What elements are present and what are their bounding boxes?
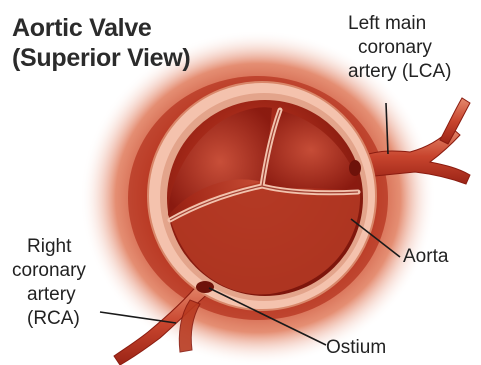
rca-label-line3: artery: [27, 284, 76, 306]
rca-label-line4: (RCA): [27, 308, 80, 330]
rca-label-line2: coronary: [12, 260, 86, 282]
ostium-label: Ostium: [326, 337, 386, 359]
lca-label-line1: Left main: [348, 13, 426, 35]
rca-label-line1: Right: [27, 236, 71, 258]
lca-label-line2: coronary: [358, 37, 432, 59]
diagram-subtitle: (Superior View): [12, 44, 190, 72]
diagram-title: Aortic Valve: [12, 14, 152, 42]
lca-label-line3: artery (LCA): [348, 61, 451, 83]
lca-ostium: [349, 160, 361, 176]
rca-ostium: [196, 281, 214, 293]
aorta-label: Aorta: [403, 246, 448, 268]
